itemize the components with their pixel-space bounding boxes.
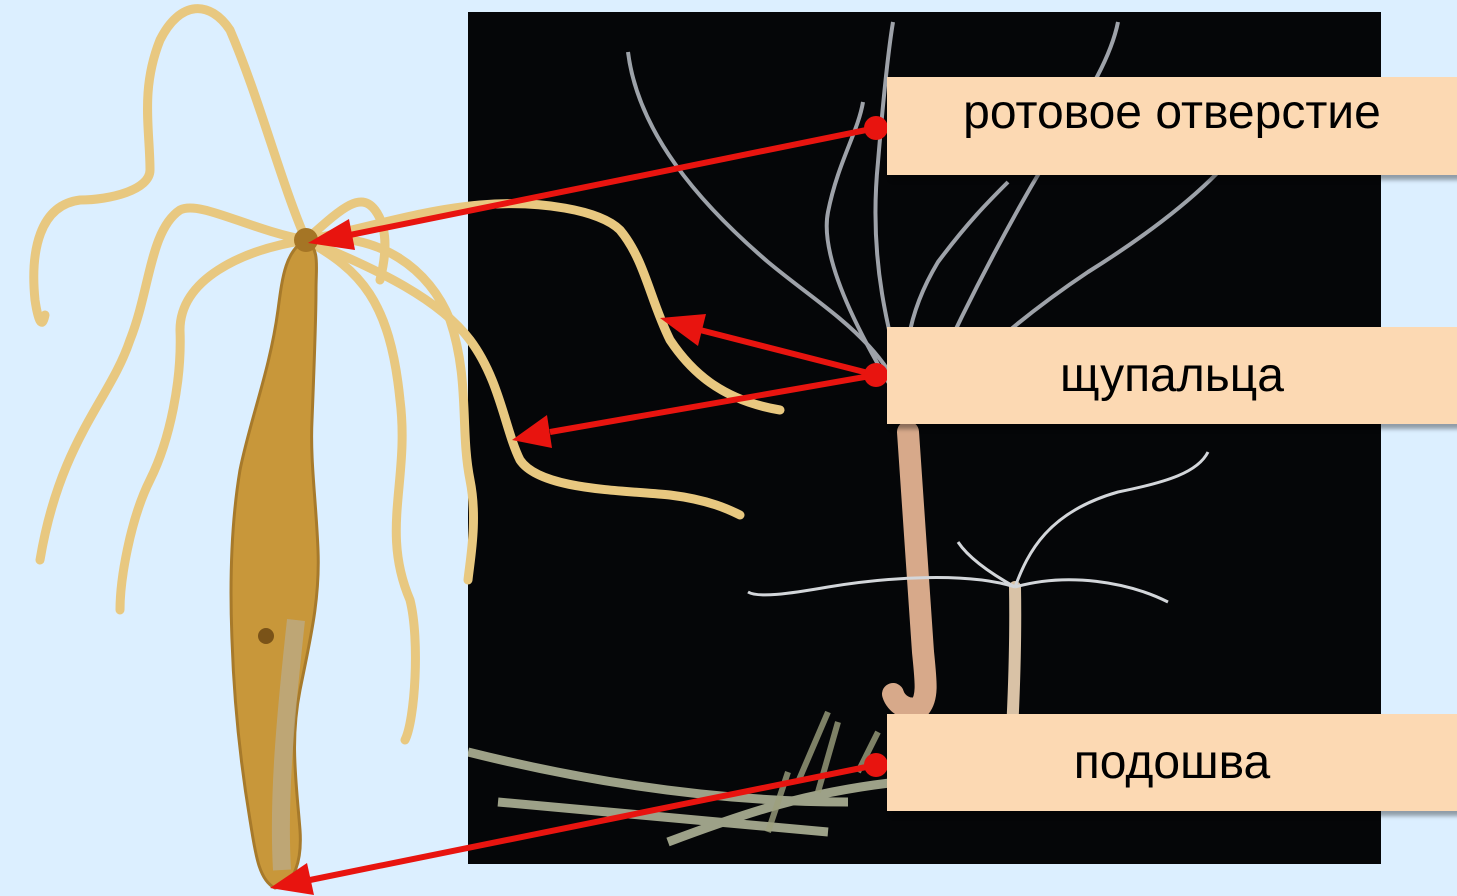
arrow-origin-dot-mouth xyxy=(864,116,888,140)
arrow-origin-dot-tentacles xyxy=(864,363,888,387)
arrow-to-sole xyxy=(310,765,876,880)
arrowhead-tentacle-2 xyxy=(512,415,552,448)
label-tentacles-text: щупальца xyxy=(1060,346,1284,406)
label-sole-text: подошва xyxy=(1074,733,1271,793)
label-tentacles: щупальца xyxy=(887,327,1457,424)
arrow-origin-dot-sole xyxy=(864,753,888,777)
label-mouth-text: ротовое отверстие xyxy=(944,83,1400,143)
label-sole: подошва xyxy=(887,714,1457,811)
hydra-tentacles xyxy=(34,9,780,740)
label-mouth: ротовое отверстие xyxy=(887,77,1457,175)
arrow-to-tentacle-1 xyxy=(700,330,876,375)
